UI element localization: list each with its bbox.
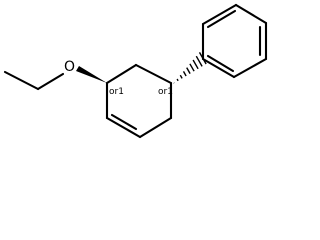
ring-bond-c4-c3 xyxy=(138,116,173,139)
stereo-label-ethoxy-carbon: or1 xyxy=(109,87,124,97)
ethoxy-wedge-bond xyxy=(76,66,107,83)
phenyl-inner-double-bond-3 xyxy=(206,54,235,73)
ring-double-bond-inner xyxy=(110,113,138,131)
molecule-structure: O or1 or1 xyxy=(3,3,268,139)
phenyl-bond-6 xyxy=(201,57,236,79)
stereo-label-phenyl-carbon: or1 xyxy=(158,87,173,97)
oxygen-atom-label: O xyxy=(64,59,75,75)
ring-bond-c6-c5 xyxy=(134,63,173,85)
ethyl-ch2-o-bond xyxy=(36,72,65,91)
ring-double-bond-c3-c2 xyxy=(105,116,142,139)
phenyl-bond-5 xyxy=(232,57,268,79)
ethyl-ch3-ch2-bond xyxy=(3,70,40,91)
ring-bond-c1-c6 xyxy=(105,63,138,85)
phenyl-bond-3 xyxy=(234,3,268,25)
phenyl-hashed-wedge-bond xyxy=(173,52,207,84)
phenyl-bond-2 xyxy=(201,3,238,26)
phenyl-inner-double-bond-1 xyxy=(206,9,237,29)
